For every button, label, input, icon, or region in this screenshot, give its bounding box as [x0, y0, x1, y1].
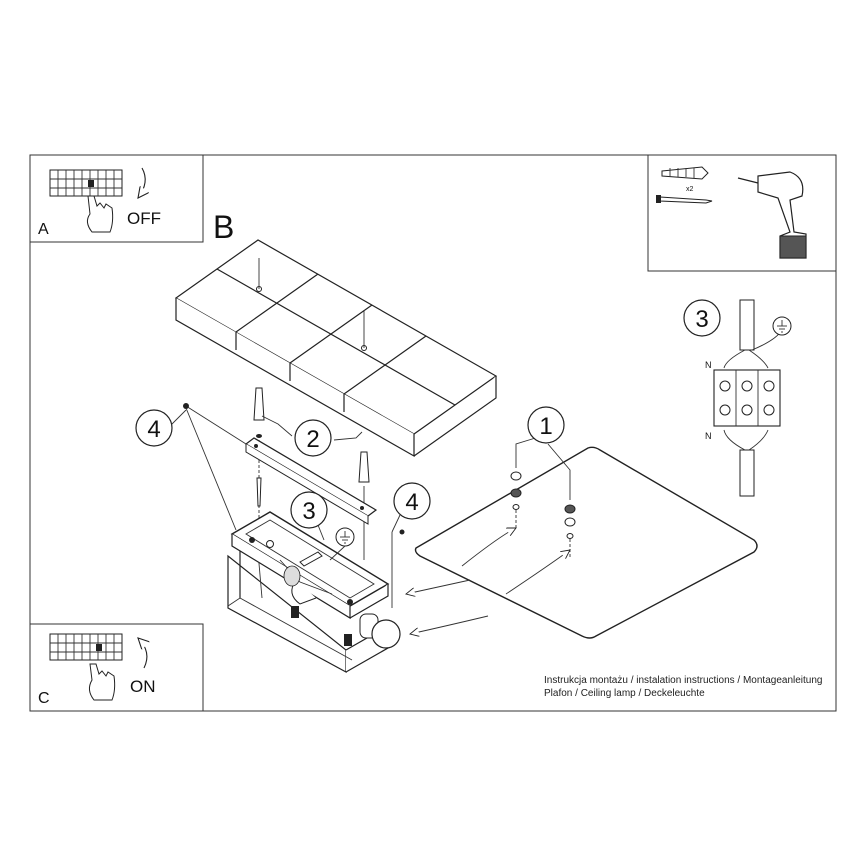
- screw-icon: [656, 195, 713, 204]
- panel-c-action: ON: [130, 677, 156, 696]
- mounting-bracket: [183, 403, 405, 535]
- ceiling-block: [174, 239, 498, 458]
- hand-icon: [88, 663, 116, 701]
- panel-c: C ON: [29, 623, 204, 712]
- ground-symbol-icon: [340, 531, 350, 544]
- tools-panel: x2: [647, 154, 837, 272]
- footer-product: Plafon / Ceiling lamp / Deckeleuchte: [544, 688, 705, 699]
- callout-ceiling-screws: 2: [294, 419, 332, 457]
- svg-text:4: 4: [405, 489, 418, 516]
- footer-instructions: Instrukcja montażu / instalation instruc…: [544, 675, 823, 686]
- terminal-neutral-top: N: [705, 360, 712, 370]
- glass-diffuser: [406, 446, 758, 639]
- breaker-panel-icon: [49, 633, 123, 661]
- wall-plug-icon: [661, 166, 709, 180]
- svg-text:2: 2: [306, 426, 319, 453]
- arrow-up-icon: [138, 638, 147, 669]
- panel-a-action: OFF: [127, 209, 161, 228]
- ground-symbol-icon: [777, 320, 787, 333]
- drill-icon: [737, 171, 807, 259]
- terminal-block-detail: N N: [705, 299, 792, 497]
- diffuser-nuts: [510, 471, 576, 558]
- bulbs: [283, 565, 401, 649]
- arrow-down-icon: [138, 167, 145, 198]
- svg-text:3: 3: [302, 498, 315, 525]
- diagram-frame: [29, 154, 837, 712]
- callout-diffuser: 1: [527, 406, 565, 444]
- wall-anchors: [253, 387, 370, 560]
- callout-ground-wiring: 3: [290, 491, 328, 529]
- panel-a-letter: A: [38, 221, 49, 238]
- panel-c-letter: C: [38, 690, 50, 707]
- panel-a: A OFF: [29, 154, 204, 243]
- callout-bracket-screws-left: 4: [135, 409, 187, 447]
- callout-terminal-detail: 3: [683, 299, 721, 337]
- anchor-quantity: x2: [686, 186, 694, 193]
- hand-icon: [86, 195, 114, 233]
- svg-text:3: 3: [695, 306, 708, 333]
- breaker-panel-icon: [49, 169, 123, 197]
- svg-text:4: 4: [147, 416, 160, 443]
- terminal-neutral-bottom: N: [705, 431, 712, 441]
- callout-bracket-screws-right: 4: [391, 482, 431, 608]
- svg-text:1: 1: [539, 413, 552, 440]
- panel-b-letter: B: [213, 209, 234, 245]
